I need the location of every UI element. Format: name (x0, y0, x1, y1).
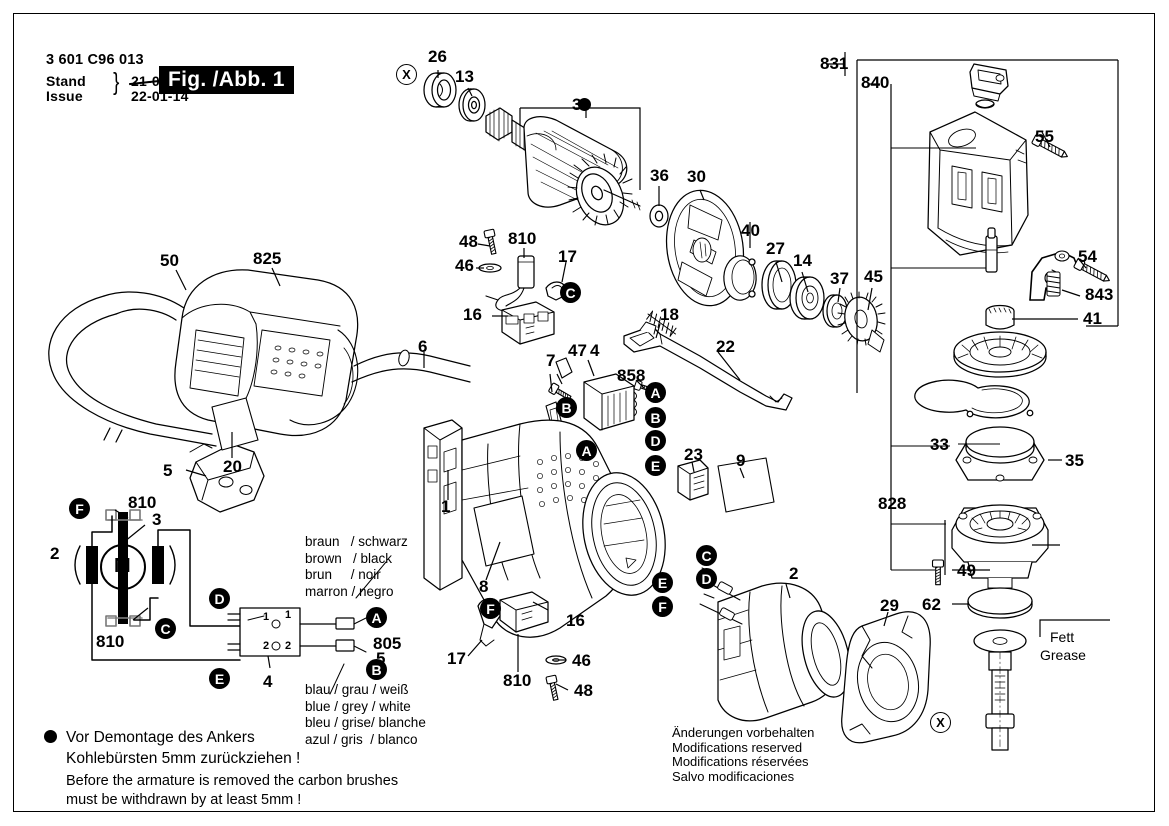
motor-symbol: M (114, 555, 131, 577)
callout-16-bottom: 16 (566, 611, 585, 630)
callout-1: 1 (441, 497, 451, 516)
part-number: 3 601 C96 013 (46, 52, 144, 68)
marker-c-wiring: C (155, 618, 176, 639)
marker-b-field-1: B (645, 407, 666, 428)
callout-17-bottom: 17 (447, 649, 466, 668)
callout-8: 8 (479, 577, 489, 596)
callout-47: 47 (568, 341, 587, 360)
callout-831: 831 (820, 54, 849, 73)
callout-828: 828 (878, 494, 907, 513)
marker-f-wiring: F (69, 498, 90, 519)
callout-40: 40 (741, 221, 760, 240)
callout-55: 55 (1035, 127, 1054, 146)
callout-46-bottom: 46 (572, 651, 591, 670)
callout-6: 6 (418, 337, 428, 356)
wire-legend-blue: blau / grau / weiß blue / grey / white b… (305, 682, 426, 747)
callout-23: 23 (684, 445, 703, 464)
callout-810-top: 810 (508, 229, 537, 248)
note-bullet-legend (44, 730, 57, 743)
callout-16-top: 16 (463, 305, 482, 324)
callout-5-wiring: 5 (376, 649, 386, 668)
marker-e-field: E (645, 455, 666, 476)
figure-tag: Fig. /Abb. 1 (159, 66, 294, 94)
marker-x-top: X (396, 64, 417, 85)
marker-c-brush: C (696, 545, 717, 566)
callout-4-centre: 4 (590, 341, 600, 360)
terminal-1-right: 1 (285, 609, 292, 621)
callout-54: 54 (1078, 247, 1097, 266)
marker-a-field-1: A (645, 382, 666, 403)
modifications-note: Änderungen vorbehalten Modifications res… (672, 725, 815, 784)
sheet-border (13, 13, 1155, 812)
callout-840: 840 (861, 73, 890, 92)
callout-825: 825 (253, 249, 282, 268)
marker-e-wiring: E (209, 668, 230, 689)
terminal-2-left: 2 (263, 640, 270, 652)
terminal-1-left: 1 (263, 611, 270, 623)
marker-d-field: D (645, 430, 666, 451)
callout-13: 13 (455, 67, 474, 86)
callout-810-wiring-top: 810 (128, 493, 157, 512)
callout-843: 843 (1085, 285, 1114, 304)
callout-29: 29 (880, 596, 899, 615)
marker-f-brush: F (652, 596, 673, 617)
callout-50: 50 (160, 251, 179, 270)
callout-22: 22 (716, 337, 735, 356)
grease-label-en: Grease (1040, 647, 1086, 663)
callout-5: 5 (163, 461, 173, 480)
callout-33: 33 (930, 435, 949, 454)
wire-legend-brown: braun / schwarz brown / black brun / noi… (305, 534, 408, 599)
marker-b-wiring: B (366, 659, 387, 680)
callout-2-wiring: 2 (50, 544, 60, 563)
grease-label-de: Fett (1050, 629, 1075, 645)
marker-c-switch: C (560, 282, 581, 303)
callout-36: 36 (650, 166, 669, 185)
marker-a-wiring: A (366, 607, 387, 628)
stand-label: Stand (46, 73, 86, 89)
callout-18: 18 (660, 305, 679, 324)
callout-35: 35 (1065, 451, 1084, 470)
issue-label: Issue (46, 88, 83, 104)
callout-810-bottom: 810 (503, 671, 532, 690)
callout-37: 37 (830, 269, 849, 288)
callout-14: 14 (793, 251, 812, 270)
marker-a-field-2: A (576, 440, 597, 461)
callout-62: 62 (922, 595, 941, 614)
callout-3: 3 (572, 95, 582, 114)
callout-7: 7 (546, 351, 556, 370)
callout-49: 49 (957, 561, 976, 580)
callout-858: 858 (617, 366, 646, 385)
marker-f-holder: F (480, 598, 501, 619)
note-german: Vor Demontage des Ankers Kohlebürsten 5m… (66, 729, 301, 767)
marker-b-field-2: B (556, 397, 577, 418)
callout-20: 20 (223, 457, 242, 476)
callout-4-wiring: 4 (263, 672, 273, 691)
callout-3-wiring: 3 (152, 510, 162, 529)
callout-2-field: 2 (789, 564, 799, 583)
callout-805: 805 (373, 634, 402, 653)
marker-d-brush: D (696, 568, 717, 589)
marker-x-bottom: X (930, 712, 951, 733)
callout-26: 26 (428, 47, 447, 66)
callout-810-wiring-bottom: 810 (96, 632, 125, 651)
callout-17-top: 17 (558, 247, 577, 266)
marker-e-brush: E (652, 572, 673, 593)
callout-45: 45 (864, 267, 883, 286)
callout-41: 41 (1083, 309, 1102, 328)
stand-value: 21-06 (131, 73, 168, 89)
callout-27: 27 (766, 239, 785, 258)
callout-48-bottom: 48 (574, 681, 593, 700)
callout-9: 9 (736, 451, 746, 470)
note-english: Before the armature is removed the carbo… (66, 773, 399, 808)
callout-30: 30 (687, 167, 706, 186)
callout-46-top: 46 (455, 256, 474, 275)
note-bullet-armature (578, 98, 591, 111)
callout-48-top: 48 (459, 232, 478, 251)
header-brace: } (113, 68, 120, 96)
terminal-2-right: 2 (285, 640, 292, 652)
marker-d-wiring: D (209, 588, 230, 609)
